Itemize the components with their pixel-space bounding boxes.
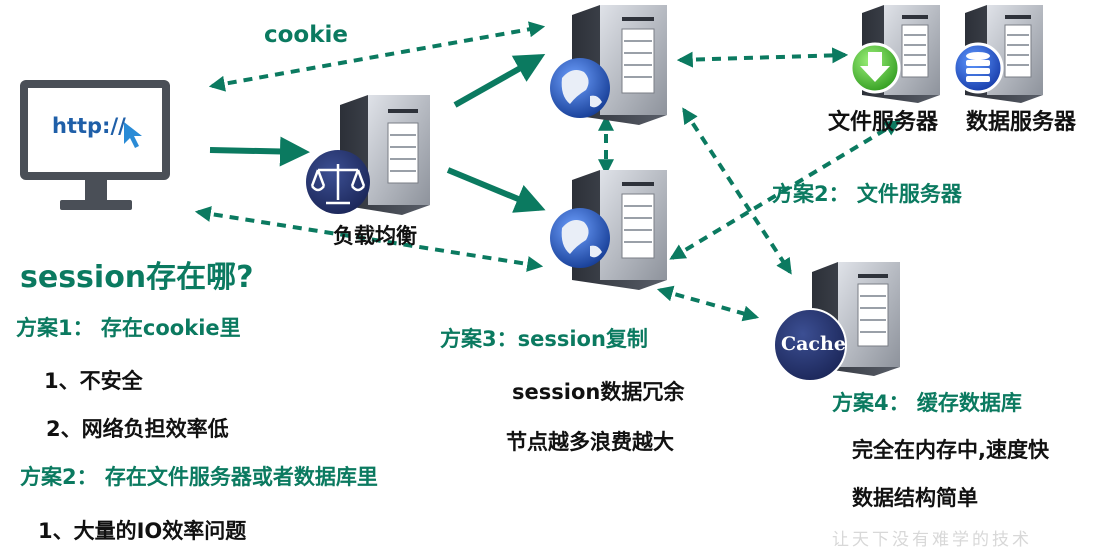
plan1-item1: 1、不安全 (44, 369, 143, 393)
plan2-title: 方案2： 存在文件服务器或者数据库里 (20, 465, 378, 489)
data-server-label: 数据服务器 (966, 110, 1077, 135)
plan1-title: 方案1： 存在cookie里 (16, 316, 241, 340)
plan1-item2: 2、网络负担效率低 (46, 417, 229, 441)
session-question: session存在哪? (20, 260, 254, 295)
arrow-server2-to-cache (656, 285, 760, 322)
arrow-response (194, 206, 544, 272)
plan4-line1: 完全在内存中,速度快 (852, 438, 1049, 462)
plan3-title: 方案3：session复制 (440, 327, 648, 351)
plan3-line1: session数据冗余 (512, 380, 685, 404)
arrow-balancer-to-server1 (453, 54, 546, 108)
arrow-balancer-to-server2 (446, 167, 546, 213)
cookie-label: cookie (264, 22, 349, 48)
plan2-right-title: 方案2： 文件服务器 (772, 182, 962, 206)
client-monitor (20, 80, 170, 210)
load-balancer-server (340, 95, 430, 215)
cache-label: Cache (781, 333, 846, 355)
arrow-client-to-balancer (209, 136, 310, 167)
balance-scale-icon (306, 150, 370, 214)
arrow-cookie (208, 21, 546, 92)
plan4-line2: 数据结构简单 (852, 486, 978, 510)
plan3-line2: 节点越多浪费越大 (506, 430, 674, 454)
plan4-title: 方案4： 缓存数据库 (832, 391, 1022, 415)
load-balancer-label: 负载均衡 (333, 224, 417, 248)
arrow-server1-to-cache (682, 107, 792, 275)
watermark: 让天下没有难学的技术 (832, 530, 1032, 550)
cache-badge-icon (773, 308, 847, 382)
arrow-to-file-server (676, 47, 849, 68)
http-url-text: http:// (52, 114, 126, 138)
file-server-label: 文件服务器 (828, 110, 939, 135)
globe-icon (550, 208, 610, 268)
globe-icon (550, 58, 610, 118)
download-arrow-icon (849, 42, 901, 94)
cursor-icon (124, 122, 142, 148)
arrows (194, 21, 901, 322)
database-icon (952, 42, 1004, 94)
plan2-item1: 1、大量的IO效率问题 (38, 519, 247, 543)
